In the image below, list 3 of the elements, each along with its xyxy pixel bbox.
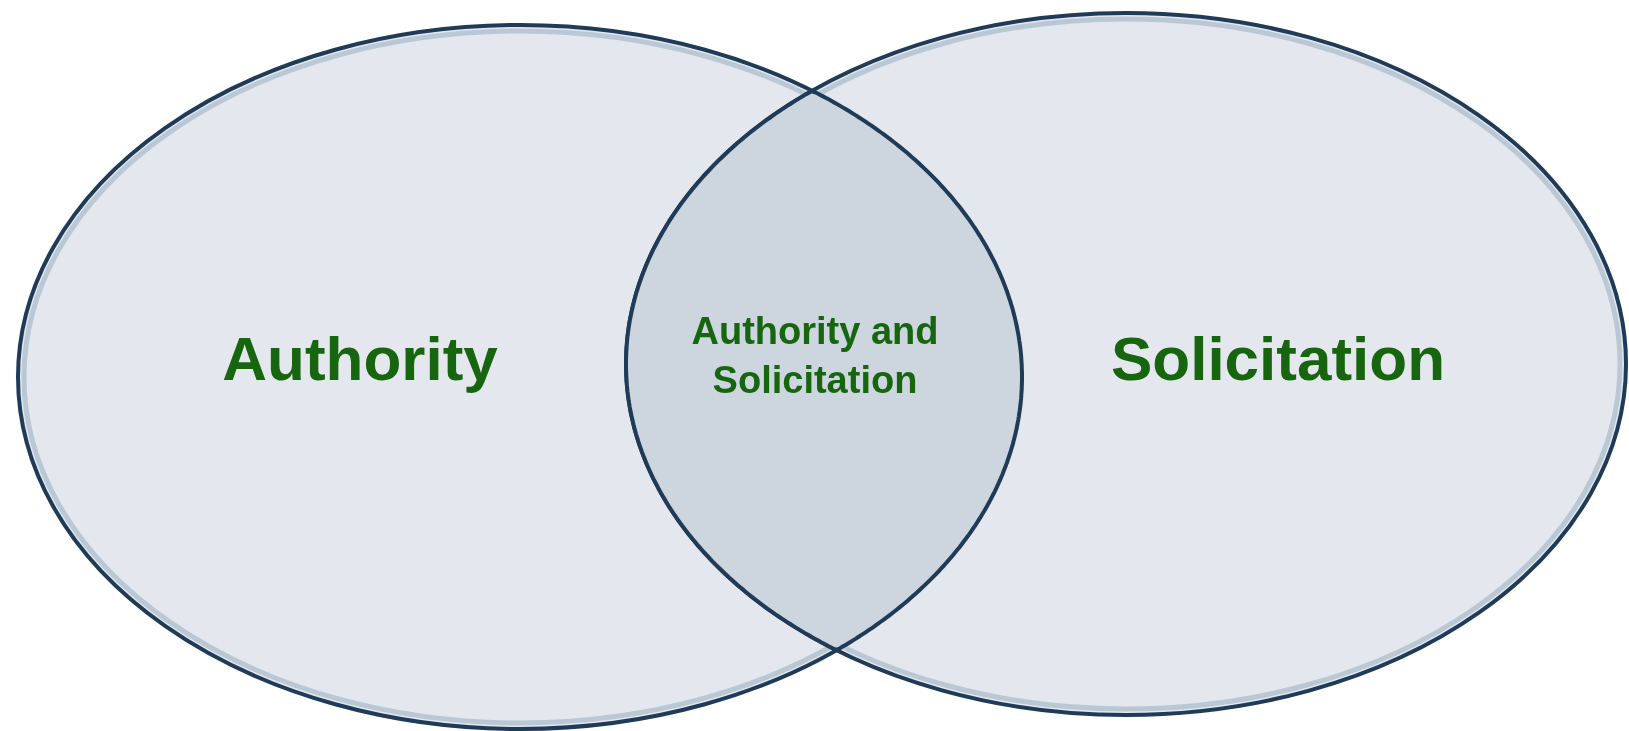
venn-label: Solicitation bbox=[1110, 322, 1446, 394]
venn-label: Authority and Solicitation bbox=[690, 308, 940, 403]
venn-label: Authority bbox=[222, 322, 498, 394]
